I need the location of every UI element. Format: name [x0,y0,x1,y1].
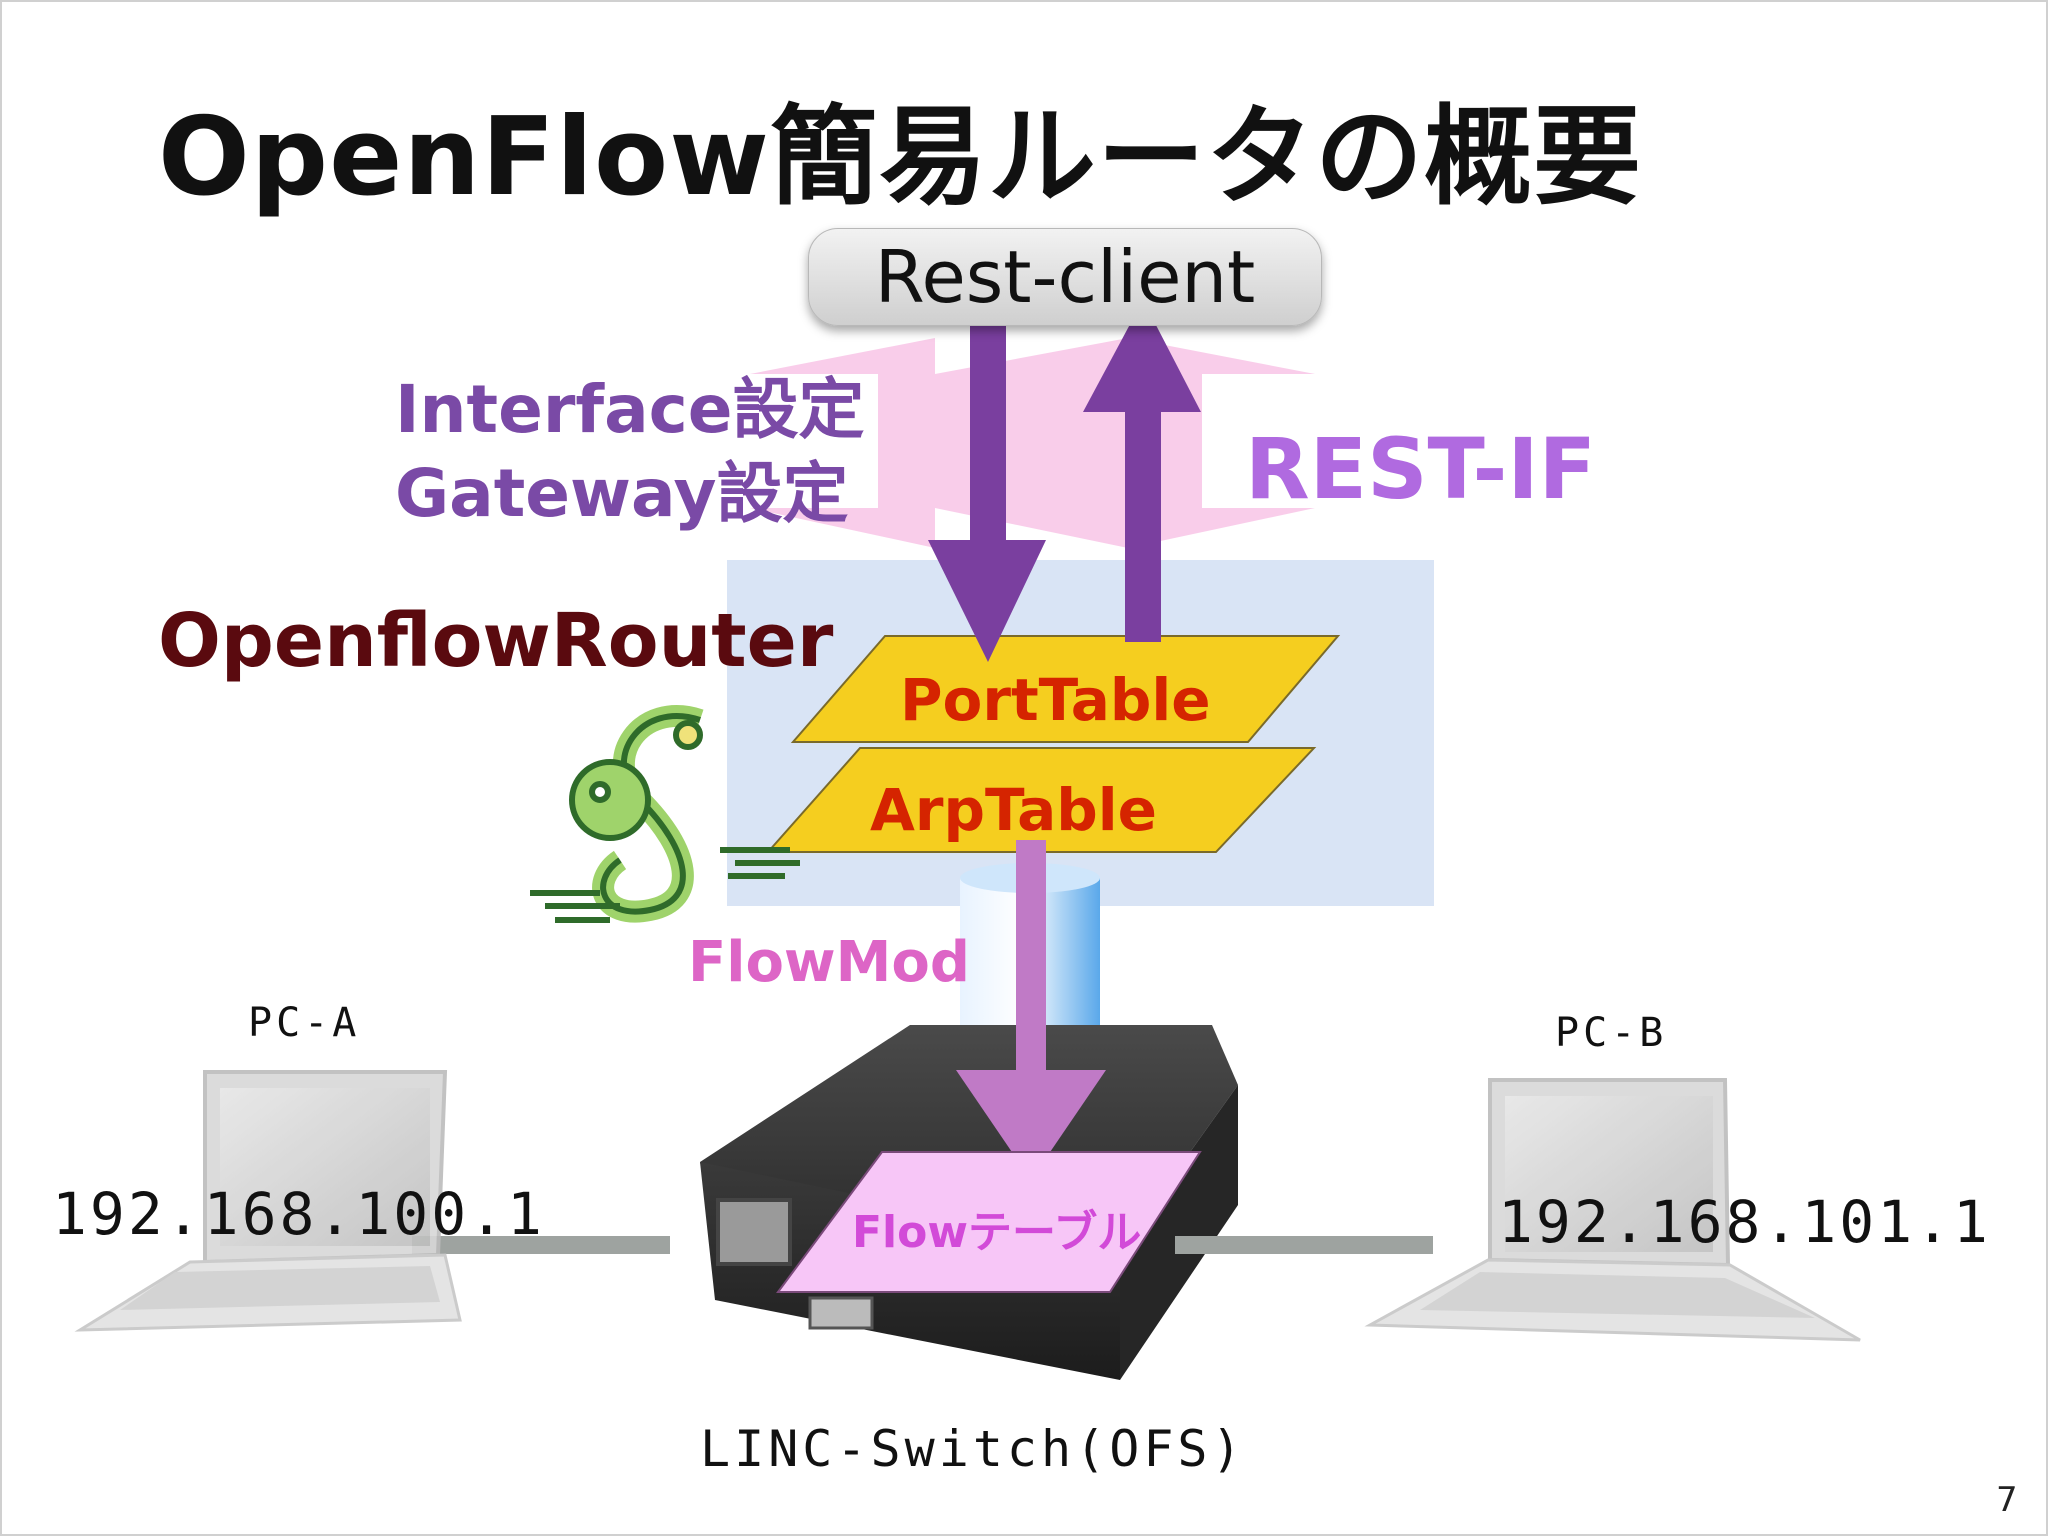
dragon-mascot [530,705,800,923]
slide-title: OpenFlow簡易ルータの概要 [158,95,1643,220]
rest-if-label: REST-IF [1245,420,1597,518]
switch-side [1120,1085,1238,1380]
down-arrow-head [928,540,1046,662]
cloud-left [530,890,620,923]
dragon-eye [589,781,611,803]
router-label: OpenflowRouter [158,598,834,684]
flow-table-label: Flowテーブル [852,1207,1142,1258]
cloud-right [720,847,800,879]
flowmod-arrow-shaft [1016,840,1046,1076]
laptop-pc-a [74,1070,462,1332]
dragon-pearl [673,720,703,750]
rest-if-band-left [750,338,935,548]
port-table-label: PortTable [900,666,1211,734]
dragon-head [569,759,651,841]
laptop-b-keyboard [1420,1272,1815,1318]
laptop-b-screen [1505,1096,1713,1252]
flow-table-shape [776,1151,1202,1293]
down-arrow-shaft [970,312,1006,558]
ethernet-port [716,1198,792,1266]
switch-label: LINC-Switch(OFS) [700,1420,1246,1478]
interface-setting-label: Interface設定 [395,371,865,448]
link-pca [412,1236,670,1254]
link-pcb [1175,1236,1433,1254]
arp-table-label: ArpTable [870,776,1157,844]
flowmod-arrow-head [956,1070,1106,1180]
laptop-pc-b [1364,1078,1861,1342]
up-arrow-head [1083,300,1201,412]
pc-a-ip: 192.168.100.1 [52,1180,545,1248]
pc-a-label: PC-A [248,1000,361,1046]
flowmod-label: FlowMod [688,930,970,995]
laptop-a-keyboard [120,1266,440,1310]
usb-port [808,1296,874,1330]
pc-b-ip: 192.168.101.1 [1498,1188,1991,1256]
gateway-setting-label: Gateway設定 [395,455,849,532]
pc-b-label: PC-B [1555,1010,1668,1056]
rest-client-box: Rest-client [808,228,1322,326]
port-table-shape [790,635,1341,743]
up-arrow-shaft [1125,408,1161,642]
arp-table-shape [765,747,1317,853]
page-number: 7 [1996,1480,2018,1520]
rest-client-label: Rest-client [874,235,1256,319]
laptop-a-screen [220,1088,430,1246]
dragon-body-outline [600,713,701,915]
